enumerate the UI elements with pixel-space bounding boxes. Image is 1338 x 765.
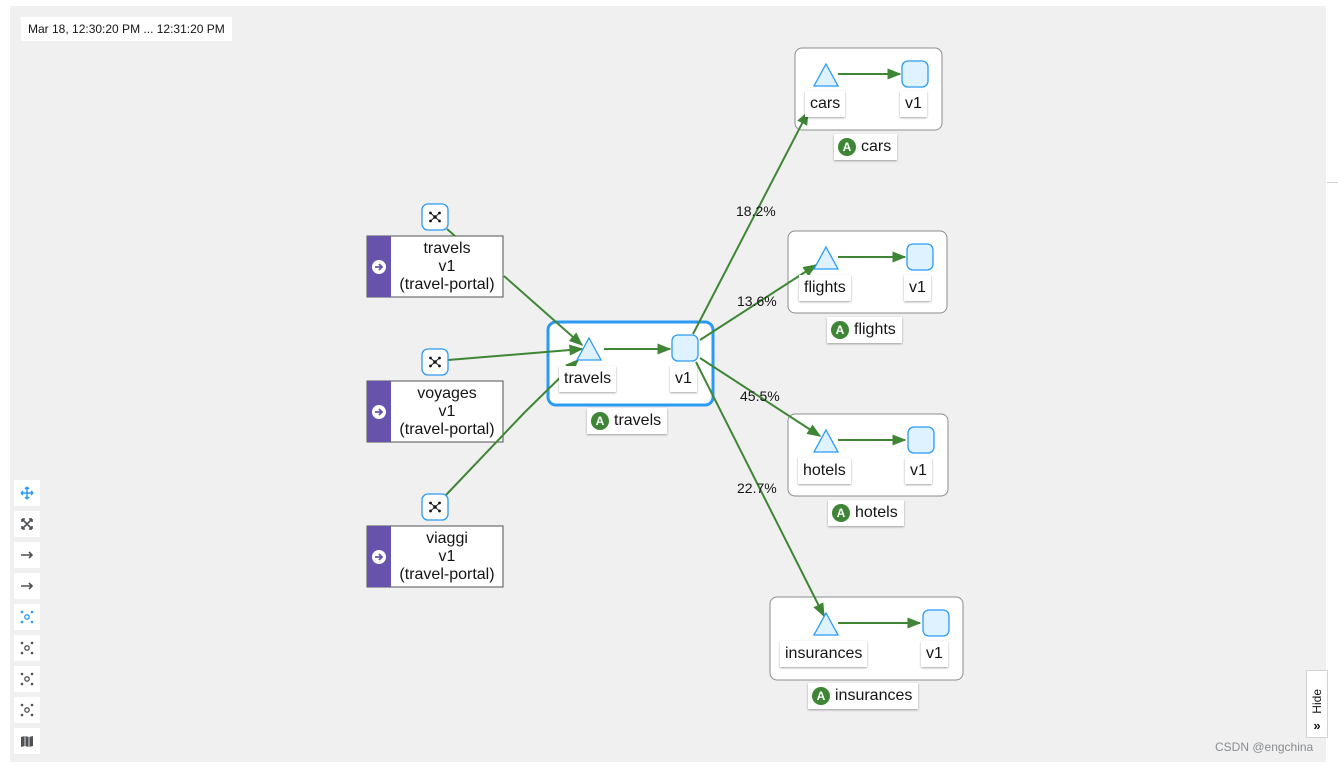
app-name: cars [861,138,892,155]
workload-namespace: (travel-portal) [399,566,495,583]
version-label-insurances: v1 [921,641,948,667]
app-badge-icon: A [832,504,850,522]
traffic-edges[interactable] [445,68,922,629]
edge-label-cars: 18.2% [736,203,776,219]
ingress-unknown-icon[interactable] [421,493,449,521]
ingress-unknown-icon[interactable] [421,203,449,231]
workload-node-travels-v1[interactable] [671,334,699,362]
app-label-hotels[interactable]: A hotels [828,500,904,526]
version-label-cars: v1 [900,91,927,117]
workload-namespace: (travel-portal) [399,276,495,293]
chevron-double-right-icon: » [1313,718,1321,733]
version-label-flights: v1 [904,275,931,301]
version-label-travels: v1 [670,366,697,392]
layout-2-icon[interactable] [14,666,40,692]
workload-node-insurances-v1[interactable] [922,609,950,637]
app-badge-icon: A [831,321,849,339]
ingress-workload-voyages[interactable] [366,380,504,443]
workload-node-flights-v1[interactable] [906,243,934,271]
workload-name: travels [423,240,471,257]
app-label-travels[interactable]: A travels [587,408,668,434]
layout-1-icon[interactable] [14,635,40,661]
ingress-workload-travels-label: travels v1 (travel-portal) [391,240,503,294]
app-name: flights [854,321,896,338]
side-panel-edge [1327,0,1338,765]
app-name: hotels [855,504,898,521]
edge-label-insurances: 22.7% [737,480,777,496]
app-badge-icon: A [812,687,830,705]
layout-3-icon[interactable] [14,697,40,723]
app-label-insurances[interactable]: A insurances [808,683,919,709]
workload-node-hotels-v1[interactable] [907,426,935,454]
version-label-hotels: v1 [905,458,932,484]
app-label-flights[interactable]: A flights [827,317,902,343]
app-badge-icon: A [591,412,609,430]
service-label-travels: travels [559,366,617,392]
time-range-label: Mar 18, 12:30:20 PM ... 12:31:20 PM [21,17,232,41]
workload-node-cars-v1[interactable] [901,60,929,88]
edge-label-flights: 13.6% [737,293,777,309]
service-label-insurances: insurances [780,641,868,667]
ingress-workload-travels[interactable] [366,235,504,298]
legend-map-icon[interactable] [14,728,40,754]
fit-screen-icon[interactable] [14,511,40,537]
app-badge-icon: A [838,138,856,156]
edge-label-hotels: 45.5% [740,388,780,404]
hide-panel-button[interactable]: Hide » [1306,670,1328,738]
graph-toolbar [14,480,40,759]
app-name: travels [614,412,662,429]
hide-label: Hide [1310,689,1324,714]
pan-icon[interactable] [14,480,40,506]
app-box-cars[interactable] [794,47,943,131]
layout-arrow-icon[interactable] [14,573,40,599]
watermark: CSDN @engchina [1215,740,1314,754]
workload-namespace: (travel-portal) [399,421,495,438]
ingress-unknown-icon[interactable] [421,348,449,376]
service-label-flights: flights [799,275,851,301]
workload-name: voyages [417,385,477,402]
ingress-workload-viaggi-label: viaggi v1 (travel-portal) [391,530,503,584]
service-label-hotels: hotels [798,458,851,484]
workload-version: v1 [438,548,456,565]
app-label-cars[interactable]: A cars [834,134,898,160]
service-label-cars: cars [805,91,846,117]
workload-name: viaggi [426,530,468,547]
ingress-workload-viaggi[interactable] [366,525,504,588]
workload-version: v1 [438,403,456,420]
app-name: insurances [835,687,913,704]
workload-version: v1 [438,258,456,275]
layout-arrow-icon[interactable] [14,542,40,568]
layout-default-icon[interactable] [14,604,40,630]
ingress-workload-voyages-label: voyages v1 (travel-portal) [391,385,503,439]
